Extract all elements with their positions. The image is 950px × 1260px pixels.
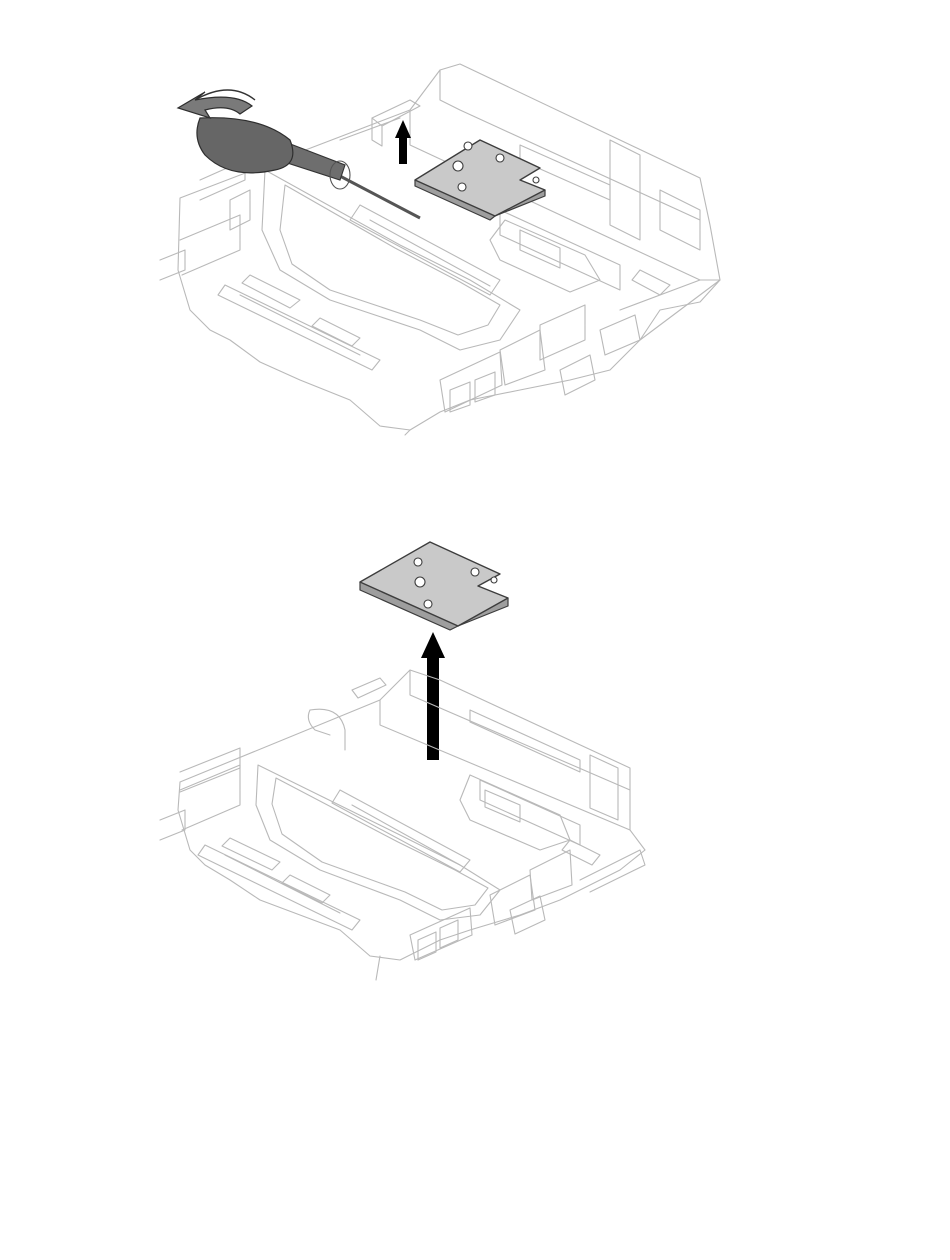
cover-screw-hole <box>414 558 422 566</box>
cover-center-hole <box>415 577 425 587</box>
diagram-step-2-remove-cover <box>0 520 950 1000</box>
cover-screw-hole <box>458 183 466 191</box>
counterclockwise-rotation-arrow-icon <box>178 90 255 118</box>
cover-center-hole <box>453 161 463 171</box>
cover-screw-hole <box>496 154 504 162</box>
step-1-illustration <box>0 40 950 460</box>
captive-screw <box>533 177 539 183</box>
lift-arrow-icon <box>421 632 445 760</box>
cold-plate-cover <box>415 140 545 220</box>
chassis-outline <box>160 670 645 980</box>
lift-arrow-icon <box>395 120 411 164</box>
cover-screw-hole <box>464 142 472 150</box>
cover-screw-hole <box>424 600 432 608</box>
diagram-step-1-loosen-cover <box>0 40 950 460</box>
cold-plate-cover <box>360 542 508 630</box>
captive-screw <box>491 577 497 583</box>
cover-screw-hole <box>471 568 479 576</box>
step-2-illustration <box>0 520 950 1000</box>
